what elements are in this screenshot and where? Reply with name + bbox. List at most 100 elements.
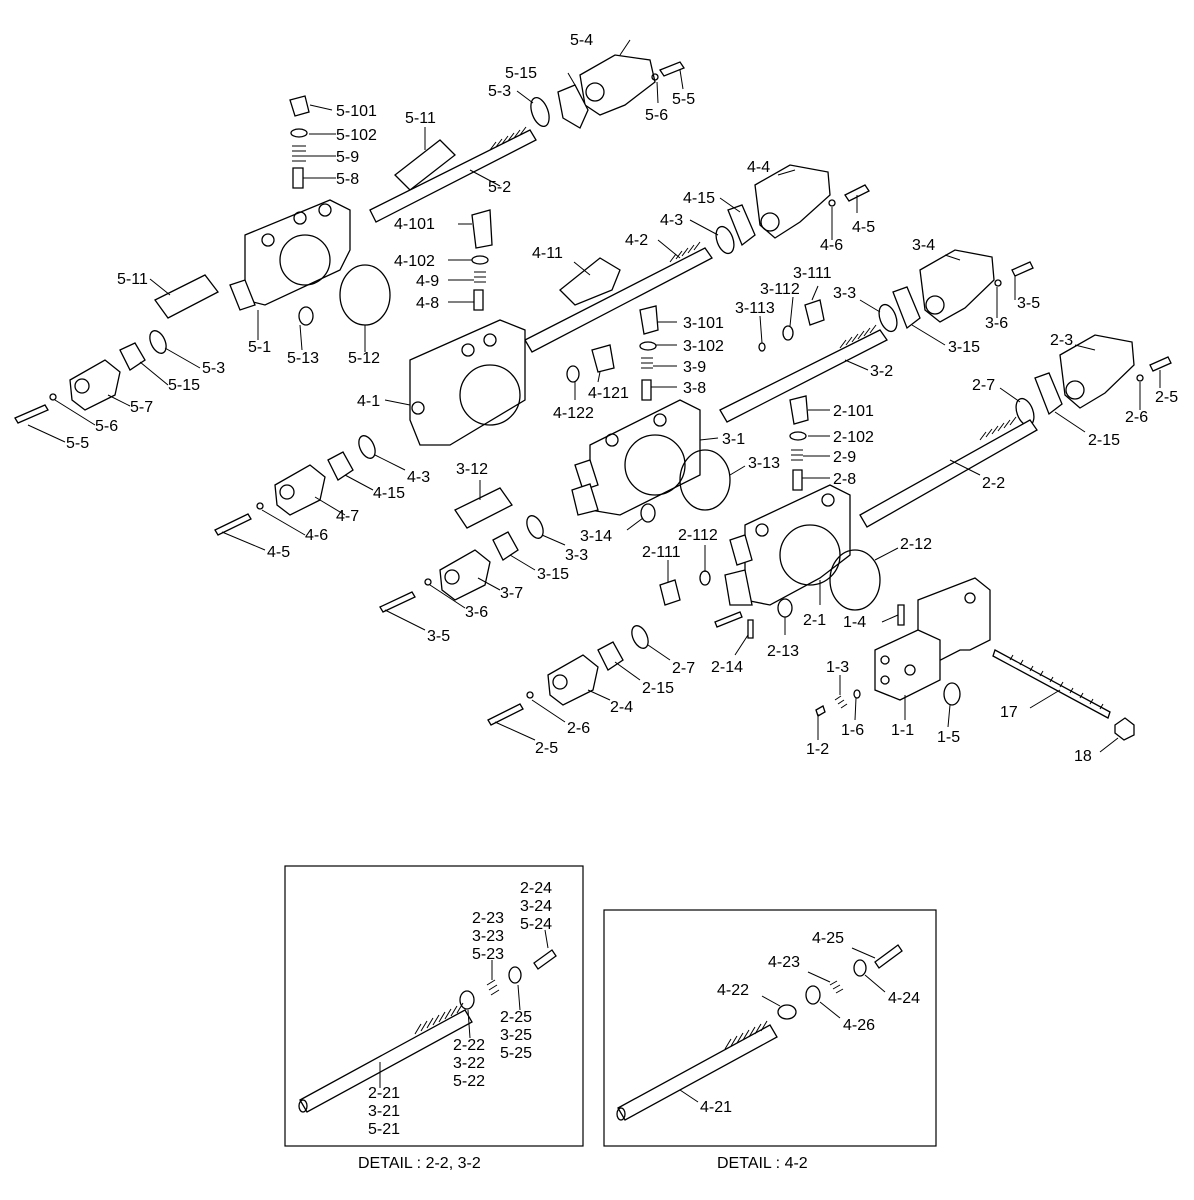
callout-5-3-left: 5-3 xyxy=(202,360,225,377)
callout-2-1: 2-1 xyxy=(803,612,826,629)
detail-b-label-25: 4-25 xyxy=(812,930,844,947)
callout-5-1: 5-1 xyxy=(248,339,271,356)
callout-5-3: 5-3 xyxy=(488,83,511,100)
callout-3-7: 3-7 xyxy=(500,585,523,602)
callout-1-1: 1-1 xyxy=(891,722,914,739)
detail-a-label-22-1: 2-22 xyxy=(453,1037,485,1054)
callout-4-7: 4-7 xyxy=(336,508,359,525)
detail-a-label-24-3: 5-24 xyxy=(520,916,552,933)
callout-3-6-left: 3-6 xyxy=(465,604,488,621)
callout-4-3-left: 4-3 xyxy=(407,469,430,486)
detail-a-label-25-3: 5-25 xyxy=(500,1045,532,1062)
callout-labels: 5-4 5-15 5-3 5-5 5-6 5-101 5-102 5-9 5-8… xyxy=(66,32,1178,765)
callout-5-5: 5-5 xyxy=(672,91,695,108)
callout-4-1: 4-1 xyxy=(357,393,380,410)
callout-2-2: 2-2 xyxy=(982,475,1005,492)
section-3-parts xyxy=(379,249,1034,613)
callout-5-9: 5-9 xyxy=(336,149,359,166)
callout-2-13: 2-13 xyxy=(767,643,799,660)
callout-2-111: 2-111 xyxy=(642,544,681,561)
callout-3-15-left: 3-15 xyxy=(537,566,569,583)
callout-2-101: 2-101 xyxy=(833,403,874,420)
callout-3-3: 3-3 xyxy=(833,285,856,302)
callout-3-5-left: 3-5 xyxy=(427,628,450,645)
leader-lines xyxy=(27,39,1161,753)
detail-a-caption: DETAIL : 2-2, 3-2 xyxy=(358,1155,481,1172)
callout-5-15: 5-15 xyxy=(505,65,537,82)
detail-a-label-23-3: 5-23 xyxy=(472,946,504,963)
callout-3-102: 3-102 xyxy=(683,338,724,355)
callout-4-2: 4-2 xyxy=(625,232,648,249)
callout-5-12: 5-12 xyxy=(348,350,380,367)
callout-3-9: 3-9 xyxy=(683,359,706,376)
callout-4-5-left: 4-5 xyxy=(267,544,290,561)
detail-b-label-22: 4-22 xyxy=(717,982,749,999)
detail-b-label-26: 4-26 xyxy=(843,1017,875,1034)
callout-4-5: 4-5 xyxy=(852,219,875,236)
callout-2-8: 2-8 xyxy=(833,471,856,488)
section-1-parts xyxy=(815,577,1135,741)
callout-4-3: 4-3 xyxy=(660,212,683,229)
callout-3-112: 3-112 xyxy=(760,281,800,298)
callout-3-113: 3-113 xyxy=(735,300,775,317)
callout-2-5: 2-5 xyxy=(1155,389,1178,406)
callout-4-6: 4-6 xyxy=(820,237,843,254)
detail-panel-spool-2-3: 2-24 3-24 5-24 2-23 3-23 5-23 2-25 3-25 … xyxy=(284,865,584,1172)
callout-17: 17 xyxy=(1000,704,1018,721)
callout-4-15-left: 4-15 xyxy=(373,485,405,502)
detail-b-caption: DETAIL : 4-2 xyxy=(717,1155,808,1172)
callout-4-121: 4-121 xyxy=(588,385,629,402)
callout-2-4: 2-4 xyxy=(610,699,633,716)
detail-panel-spool-4: 4-25 4-23 4-22 4-24 4-26 4-21 DETAIL : 4… xyxy=(603,909,937,1172)
callout-3-2: 3-2 xyxy=(870,363,893,380)
callout-2-112: 2-112 xyxy=(678,527,718,544)
callout-2-3: 2-3 xyxy=(1050,332,1073,349)
callout-3-111: 3-111 xyxy=(793,265,832,282)
callout-5-4: 5-4 xyxy=(570,32,593,49)
callout-2-7-left: 2-7 xyxy=(672,660,695,677)
callout-5-5-left: 5-5 xyxy=(66,435,89,452)
callout-2-5-left: 2-5 xyxy=(535,740,558,757)
callout-4-102: 4-102 xyxy=(394,253,435,270)
callout-5-102: 5-102 xyxy=(336,127,377,144)
callout-4-11: 4-11 xyxy=(532,245,563,262)
callout-3-6: 3-6 xyxy=(985,315,1008,332)
detail-a-label-21-2: 3-21 xyxy=(368,1103,400,1120)
callout-3-14: 3-14 xyxy=(580,528,612,545)
callout-3-12: 3-12 xyxy=(456,461,488,478)
callout-5-7: 5-7 xyxy=(130,399,153,416)
detail-a-label-24-1: 2-24 xyxy=(520,880,552,897)
section-4-parts xyxy=(214,164,870,536)
detail-a-label-25-2: 3-25 xyxy=(500,1027,532,1044)
section-2-parts xyxy=(487,334,1172,726)
detail-a-label-23-1: 2-23 xyxy=(472,910,504,927)
detail-a-label-21-3: 5-21 xyxy=(368,1121,400,1138)
callout-5-11-left: 5-11 xyxy=(117,271,148,288)
callout-2-9: 2-9 xyxy=(833,449,856,466)
callout-4-8: 4-8 xyxy=(416,295,439,312)
callout-5-8: 5-8 xyxy=(336,171,359,188)
callout-3-5: 3-5 xyxy=(1017,295,1040,312)
callout-18: 18 xyxy=(1074,748,1092,765)
callout-3-101: 3-101 xyxy=(683,315,724,332)
detail-a-label-21-1: 2-21 xyxy=(368,1085,400,1102)
callout-4-6-left: 4-6 xyxy=(305,527,328,544)
callout-2-6: 2-6 xyxy=(1125,409,1148,426)
callout-4-122: 4-122 xyxy=(553,405,594,422)
callout-2-102: 2-102 xyxy=(833,429,874,446)
callout-5-13: 5-13 xyxy=(287,350,319,367)
callout-4-101: 4-101 xyxy=(394,216,435,233)
callout-4-15: 4-15 xyxy=(683,190,715,207)
callout-2-6-left: 2-6 xyxy=(567,720,590,737)
callout-2-14: 2-14 xyxy=(711,659,743,676)
callout-2-7: 2-7 xyxy=(972,377,995,394)
detail-b-label-21: 4-21 xyxy=(700,1099,732,1116)
callout-1-4: 1-4 xyxy=(843,614,866,631)
callout-1-5: 1-5 xyxy=(937,729,960,746)
callout-3-3-left: 3-3 xyxy=(565,547,588,564)
detail-a-label-22-2: 3-22 xyxy=(453,1055,485,1072)
callout-4-9: 4-9 xyxy=(416,273,439,290)
detail-a-label-25-1: 2-25 xyxy=(500,1009,532,1026)
callout-3-15: 3-15 xyxy=(948,339,980,356)
